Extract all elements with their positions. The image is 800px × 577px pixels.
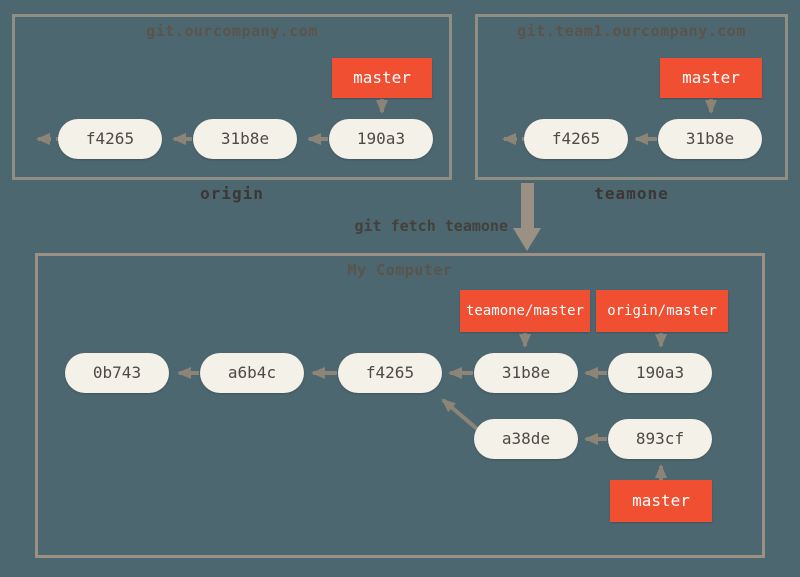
branch-label-master: master bbox=[332, 58, 432, 98]
commit-node: f4265 bbox=[524, 119, 628, 159]
commit-node: 0b743 bbox=[65, 353, 169, 393]
remote-branch-label-origin-master: origin/master bbox=[596, 290, 728, 332]
commit-node: a38de bbox=[474, 419, 578, 459]
commit-node: f4265 bbox=[58, 119, 162, 159]
branch-label-master: master bbox=[660, 58, 762, 98]
commit-node: f4265 bbox=[338, 353, 442, 393]
fetch-command-label: git fetch teamone bbox=[354, 217, 508, 235]
remote-branch-label-teamone-master: teamone/master bbox=[460, 290, 590, 332]
remote-caption-teamone: teamone bbox=[594, 184, 669, 203]
commit-node: 31b8e bbox=[193, 119, 297, 159]
commit-node: 31b8e bbox=[658, 119, 762, 159]
remote-title: git.ourcompany.com bbox=[146, 22, 318, 40]
remote-box-teamone: git.team1.ourcompany.com bbox=[475, 14, 788, 180]
commit-node: 31b8e bbox=[474, 353, 578, 393]
remote-box-origin: git.ourcompany.com bbox=[12, 14, 452, 180]
commit-node: 893cf bbox=[608, 419, 712, 459]
commit-node: a6b4c bbox=[200, 353, 304, 393]
local-box-my-computer: My Computer bbox=[35, 253, 765, 558]
remote-caption-origin: origin bbox=[200, 184, 264, 203]
commit-node: 190a3 bbox=[329, 119, 433, 159]
remote-title: git.team1.ourcompany.com bbox=[517, 22, 746, 40]
local-title: My Computer bbox=[347, 261, 453, 279]
fetch-arrow bbox=[513, 183, 541, 251]
branch-label-master: master bbox=[610, 480, 712, 522]
commit-node: 190a3 bbox=[608, 353, 712, 393]
